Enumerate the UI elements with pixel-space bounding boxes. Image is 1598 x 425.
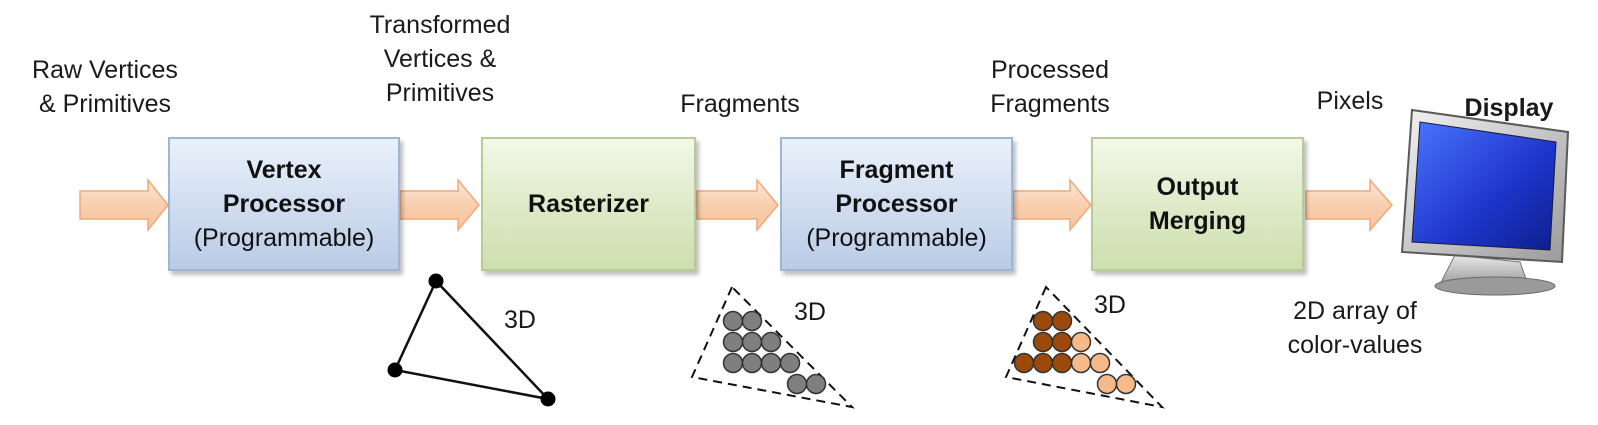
fragment-dot bbox=[741, 352, 763, 374]
fragment-dot bbox=[1032, 352, 1054, 374]
fragment-dot bbox=[722, 331, 744, 353]
fragment-dot bbox=[741, 331, 763, 353]
fragments-label: Fragments bbox=[680, 90, 800, 118]
fragment-dot bbox=[1096, 373, 1118, 395]
monitor-icon bbox=[1400, 108, 1570, 296]
color-array-line2: color-values bbox=[1287, 331, 1423, 359]
processed-fragments-label: Processed Fragments bbox=[965, 53, 1135, 121]
fragment-processor-note: (Programmable) bbox=[806, 224, 987, 252]
fragments-icon bbox=[690, 285, 855, 409]
fragment-processor-title1: Fragment bbox=[839, 156, 954, 184]
fragment-dot bbox=[760, 352, 782, 374]
fragment-dot bbox=[1051, 331, 1073, 353]
arrow-fragment-to-output bbox=[1012, 177, 1092, 233]
raw-vertices-line1: Raw Vertices bbox=[32, 56, 178, 84]
threed-label-1: 3D bbox=[504, 306, 536, 334]
color-array-line1: 2D array of bbox=[1293, 297, 1417, 325]
fragment-dot bbox=[1070, 331, 1092, 353]
fragment-dot bbox=[1070, 352, 1092, 374]
arrow-output-to-display bbox=[1305, 178, 1393, 232]
fragment-dot bbox=[1013, 352, 1035, 374]
arrow-vertex-to-rasterizer bbox=[399, 177, 480, 233]
threed-label-2: 3D bbox=[794, 298, 826, 326]
fragment-dot bbox=[760, 331, 782, 353]
fragment-dot bbox=[1115, 373, 1137, 395]
processed-line1: Processed bbox=[990, 56, 1110, 84]
rasterizer-box: Rasterizer bbox=[481, 137, 696, 271]
fragment-dot bbox=[722, 310, 744, 332]
fragment-dot bbox=[805, 373, 827, 395]
processed-fragments-icon bbox=[1004, 285, 1165, 409]
fragment-dot bbox=[1032, 310, 1054, 332]
color-array-label: 2D array of color-values bbox=[1265, 294, 1445, 362]
vertex-processor-note: (Programmable) bbox=[193, 224, 375, 252]
vertex-processor-title1: Vertex bbox=[246, 156, 322, 184]
output-merging-box: Output Merging bbox=[1091, 137, 1304, 271]
fragment-dot bbox=[741, 310, 763, 332]
arrow-rasterizer-to-fragment bbox=[696, 177, 779, 233]
fragment-processor-box: Fragment Processor (Programmable) bbox=[780, 137, 1013, 271]
fragment-dot bbox=[779, 352, 801, 374]
rasterizer-title: Rasterizer bbox=[528, 190, 649, 218]
pixels-label: Pixels bbox=[1316, 87, 1384, 115]
vertex-processor-box: Vertex Processor (Programmable) bbox=[168, 137, 400, 271]
fragment-dot bbox=[722, 352, 744, 374]
fragment-dot bbox=[1089, 352, 1111, 374]
display-label: Display bbox=[1464, 94, 1554, 122]
output-merging-title1: Output bbox=[1156, 173, 1239, 201]
arrow-input bbox=[79, 177, 169, 233]
fragment-processor-title2: Processor bbox=[835, 190, 958, 218]
vertex-processor-title2: Processor bbox=[222, 190, 346, 218]
raw-vertices-line2: & Primitives bbox=[39, 90, 171, 118]
raw-vertices-label: Raw Vertices & Primitives bbox=[10, 53, 200, 121]
transformed-line3: Primitives bbox=[385, 79, 495, 107]
threed-label-3: 3D bbox=[1094, 291, 1126, 319]
transformed-vertices-label: Transformed Vertices & Primitives bbox=[345, 8, 535, 110]
processed-line2: Fragments bbox=[990, 90, 1110, 118]
fragment-dot bbox=[1051, 310, 1073, 332]
fragment-dot bbox=[786, 373, 808, 395]
fragment-dot bbox=[1032, 331, 1054, 353]
triangle-primitive-icon bbox=[387, 273, 556, 407]
transformed-line1: Transformed bbox=[369, 11, 511, 39]
output-merging-title2: Merging bbox=[1148, 207, 1247, 235]
fragment-dot bbox=[1051, 352, 1073, 374]
transformed-line2: Vertices & bbox=[383, 45, 497, 73]
